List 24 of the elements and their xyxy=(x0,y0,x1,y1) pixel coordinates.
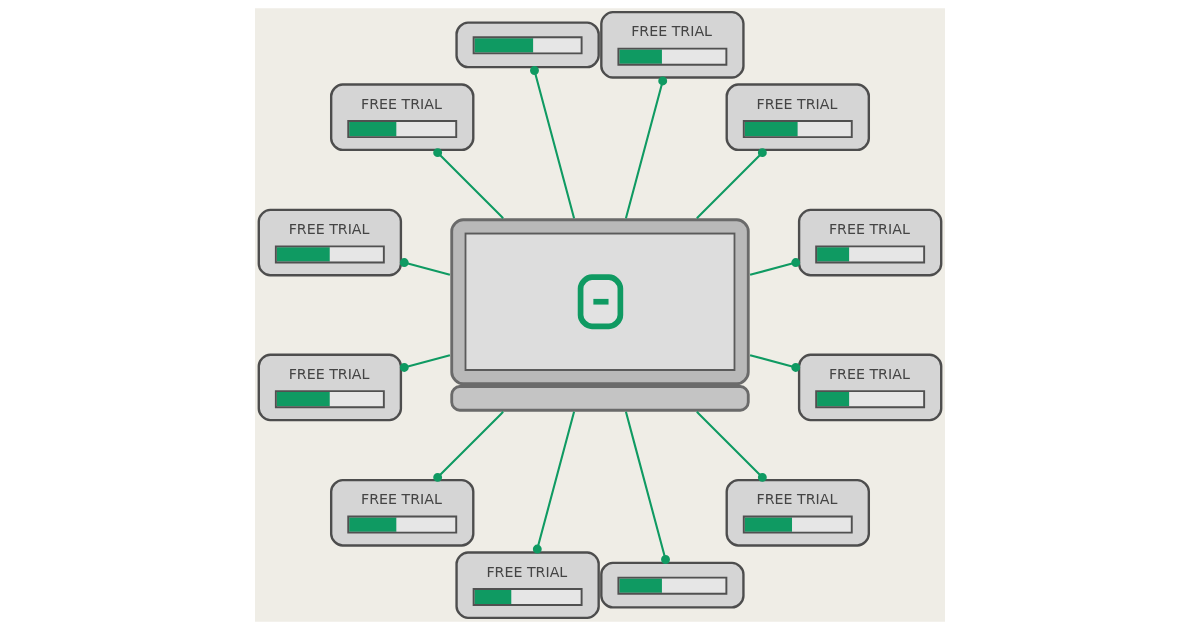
node-box xyxy=(600,561,745,609)
node-box: FREE TRIAL xyxy=(257,208,403,277)
node-box: FREE TRIAL xyxy=(725,478,870,547)
connector xyxy=(624,411,670,564)
node-box: FREE TRIAL xyxy=(797,353,943,422)
node-box: FREE TRIAL xyxy=(330,478,475,547)
connector xyxy=(624,76,668,219)
node-box xyxy=(455,21,600,69)
connector xyxy=(433,148,504,219)
connector xyxy=(749,354,801,372)
connector xyxy=(696,411,767,482)
connector xyxy=(532,411,576,554)
connector xyxy=(696,148,767,219)
node-box: FREE TRIAL xyxy=(600,10,745,79)
node-box: FREE TRIAL xyxy=(330,83,475,152)
connector xyxy=(530,66,576,219)
node-box: FREE TRIAL xyxy=(257,353,403,422)
connector xyxy=(399,354,451,372)
node-box: FREE TRIAL xyxy=(725,83,870,152)
connector xyxy=(749,258,801,276)
connector xyxy=(399,258,451,276)
node-box: FREE TRIAL xyxy=(797,208,943,277)
connector xyxy=(433,411,504,482)
node-box: FREE TRIAL xyxy=(455,551,600,620)
